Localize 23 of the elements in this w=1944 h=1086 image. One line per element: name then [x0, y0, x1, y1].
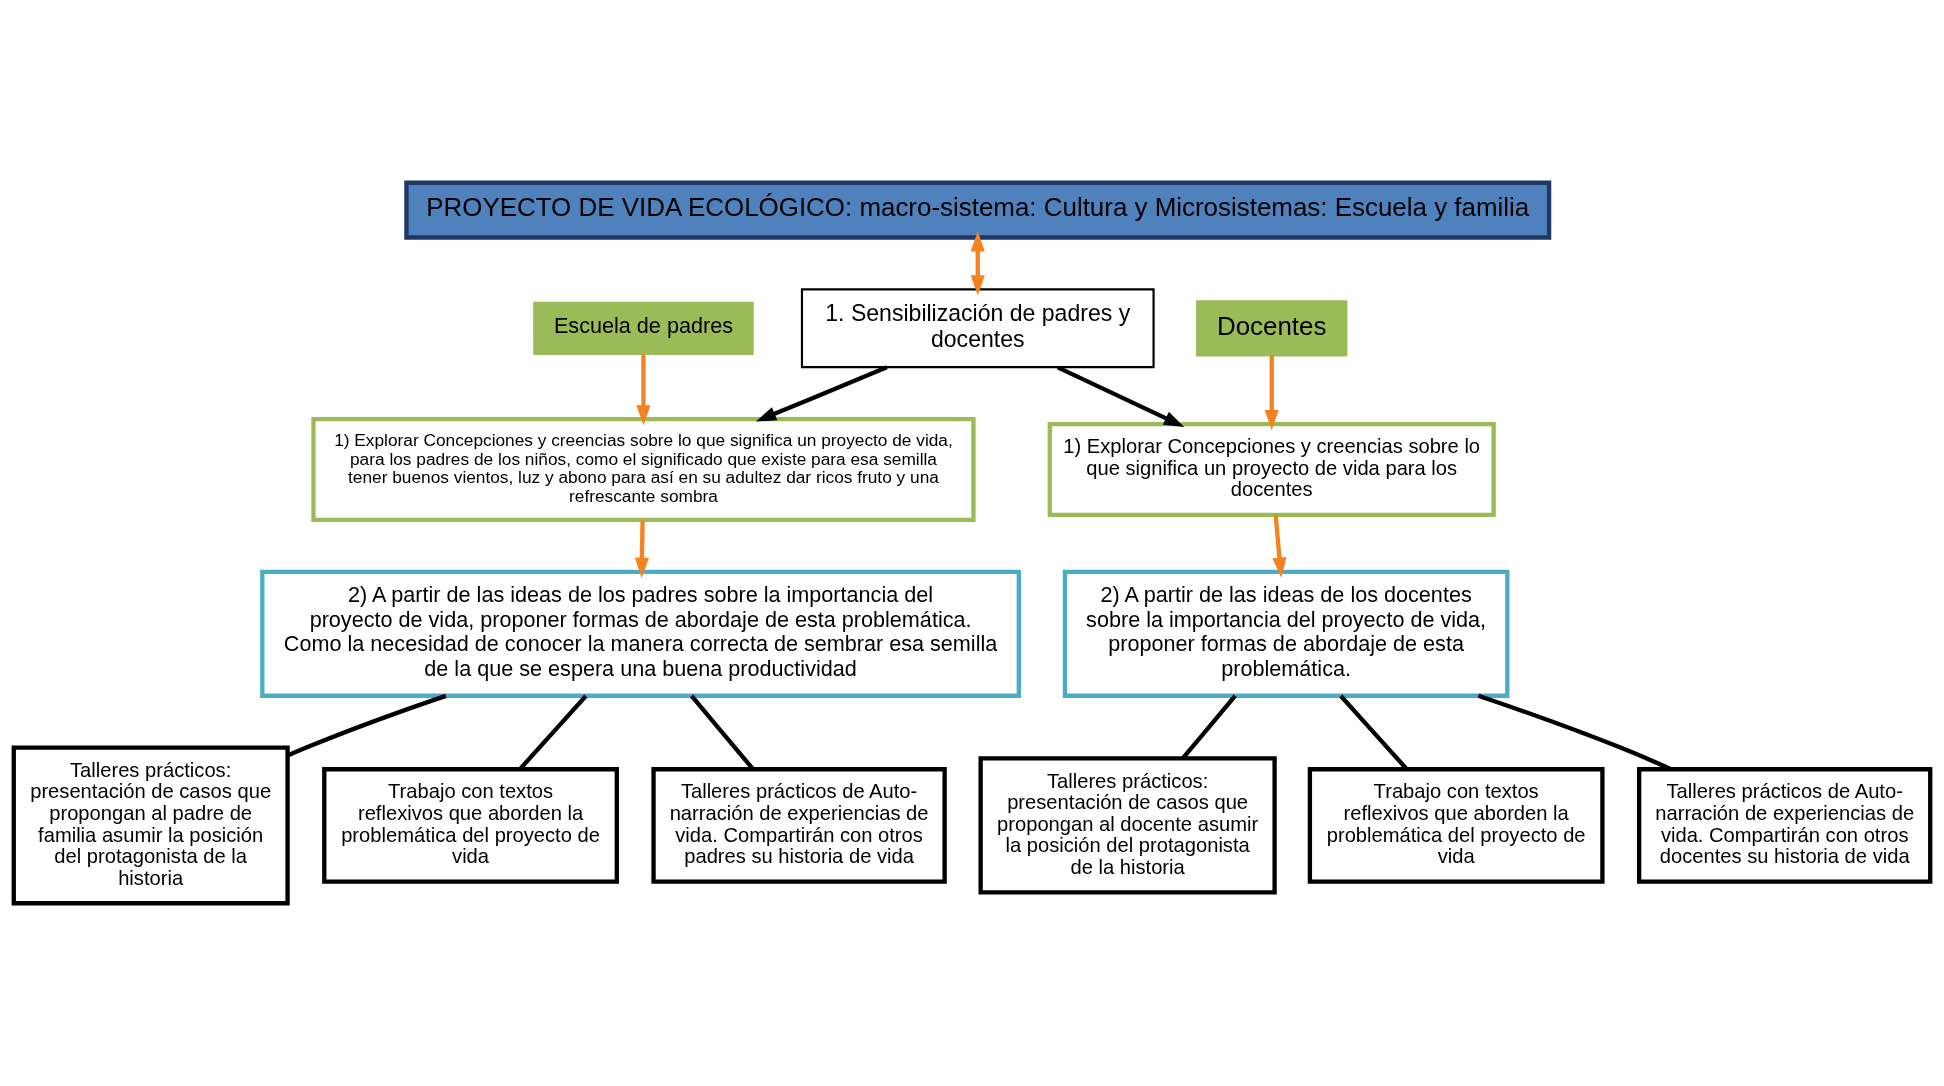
node-box: 2) A partir de las ideas de los docentes sobre la importancia del proyecto de vida, proponer formas de abordaje de esta problemática. [1062, 569, 1510, 698]
node-box: 1) Explorar Concepciones y creencias sobre lo que significa un proyecto de vida para los docentes [1047, 421, 1496, 518]
arrow [1264, 355, 1279, 431]
node-box: Talleres prácticos: presentación de casos que propongan al padre de familia asumir la posición del protagonista de la historia [11, 745, 290, 906]
node-box: Talleres prácticos de Auto-narración de experiencias de vida. Compartirán con otros docentes su historia de vida [1637, 767, 1933, 884]
arrow [1056, 365, 1185, 427]
node-box: PROYECTO DE VIDA ECOLÓGICO: macro-sistema: Cultura y Microsistemas: Escuela y familia [404, 180, 1552, 240]
arrow [970, 231, 985, 296]
node-box: 1) Explorar Concepciones y creencias sobre lo que significa un proyecto de vida, para los padres de los niños, como el significado que existe para esa semilla tener buenos vientos, luz y abono para así en su adultez dar ricos fruto y una refrescante sombra [311, 416, 976, 523]
node-box: Talleres prácticos de Auto-narración de experiencias de vida. Compartirán con otros padres su historia de vida [651, 767, 947, 884]
node-box: Trabajo con textos reflexivos que aborden la problemática del proyecto de vida [322, 767, 619, 884]
node-box: Escuela de padres [533, 301, 754, 355]
arrow [636, 354, 651, 426]
node-box: 1. Sensibilización de padres y docentes [800, 288, 1155, 369]
node-box: Docentes [1196, 300, 1348, 357]
connector [286, 693, 447, 758]
node-box: 2) A partir de las ideas de los padres sobre la importancia del proyecto de vida, proponer formas de abordaje de esta problemática. Como la necesidad de conocer la manera correcta de sembrar esa semilla de la que se espera una buena productividad [260, 569, 1021, 698]
connector [1181, 694, 1237, 760]
arrow [755, 365, 888, 422]
node-box: Talleres prácticos: presentación de casos que propongan al docente asumir la posición del protagonista de la historia [978, 756, 1277, 895]
arrow [634, 520, 649, 578]
node-box: Trabajo con textos reflexivos que aborden la problemática del proyecto de vida [1307, 767, 1605, 884]
arrow [1272, 514, 1287, 578]
